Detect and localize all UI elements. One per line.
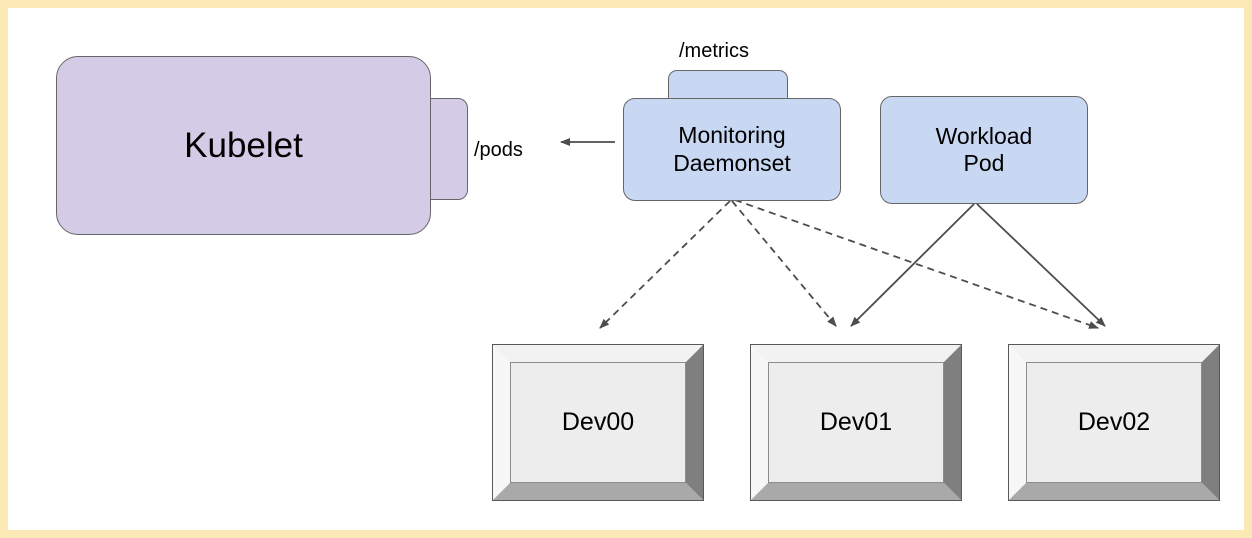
metrics-endpoint-label: /metrics (679, 40, 749, 62)
bevel-top-icon (493, 345, 703, 362)
device-inner-dev01 (768, 362, 944, 483)
node-device-dev02[interactable]: Dev02 (1008, 344, 1220, 501)
bevel-bottom-icon (1009, 483, 1219, 500)
bevel-left-icon (1009, 345, 1026, 500)
device-inner-dev00 (510, 362, 686, 483)
edge-daemonset-to-dev01 (731, 200, 837, 327)
bevel-top-icon (1009, 345, 1219, 362)
edge-workload-to-dev02 (976, 203, 1106, 327)
device-bevel-dev02 (1009, 345, 1219, 500)
device-bevel-dev01 (751, 345, 961, 500)
bevel-right-icon (944, 345, 961, 500)
node-workload-pod[interactable]: Workload Pod (880, 96, 1088, 204)
edge-daemonset-to-dev02 (734, 199, 1099, 329)
bevel-right-icon (686, 345, 703, 500)
workload-pod-body (880, 96, 1088, 204)
device-label-dev01: Dev01 (819, 408, 893, 436)
node-kubelet[interactable]: Kubelet (56, 56, 468, 235)
device-inner-dev02 (1026, 362, 1202, 483)
device-bevel-dev00 (493, 345, 703, 500)
bevel-right-icon (1202, 345, 1219, 500)
pods-endpoint-label: /pods (474, 139, 523, 161)
edge-daemonset-to-dev00 (599, 200, 731, 329)
node-monitoring-daemonset[interactable]: Monitoring Daemonset (623, 98, 841, 201)
bevel-bottom-icon (751, 483, 961, 500)
bevel-top-icon (751, 345, 961, 362)
bevel-bottom-icon (493, 483, 703, 500)
monitoring-daemonset-body (623, 98, 841, 201)
bevel-left-icon (493, 345, 510, 500)
diagram-canvas: Kubelet /pods /metrics Monitoring Daemon… (8, 8, 1244, 530)
node-device-dev01[interactable]: Dev01 (750, 344, 962, 501)
device-label-dev02: Dev02 (1077, 408, 1151, 436)
device-label-dev00: Dev00 (561, 408, 635, 436)
bevel-left-icon (751, 345, 768, 500)
node-device-dev00[interactable]: Dev00 (492, 344, 704, 501)
edge-workload-to-dev01 (850, 203, 975, 327)
kubelet-body (56, 56, 431, 235)
